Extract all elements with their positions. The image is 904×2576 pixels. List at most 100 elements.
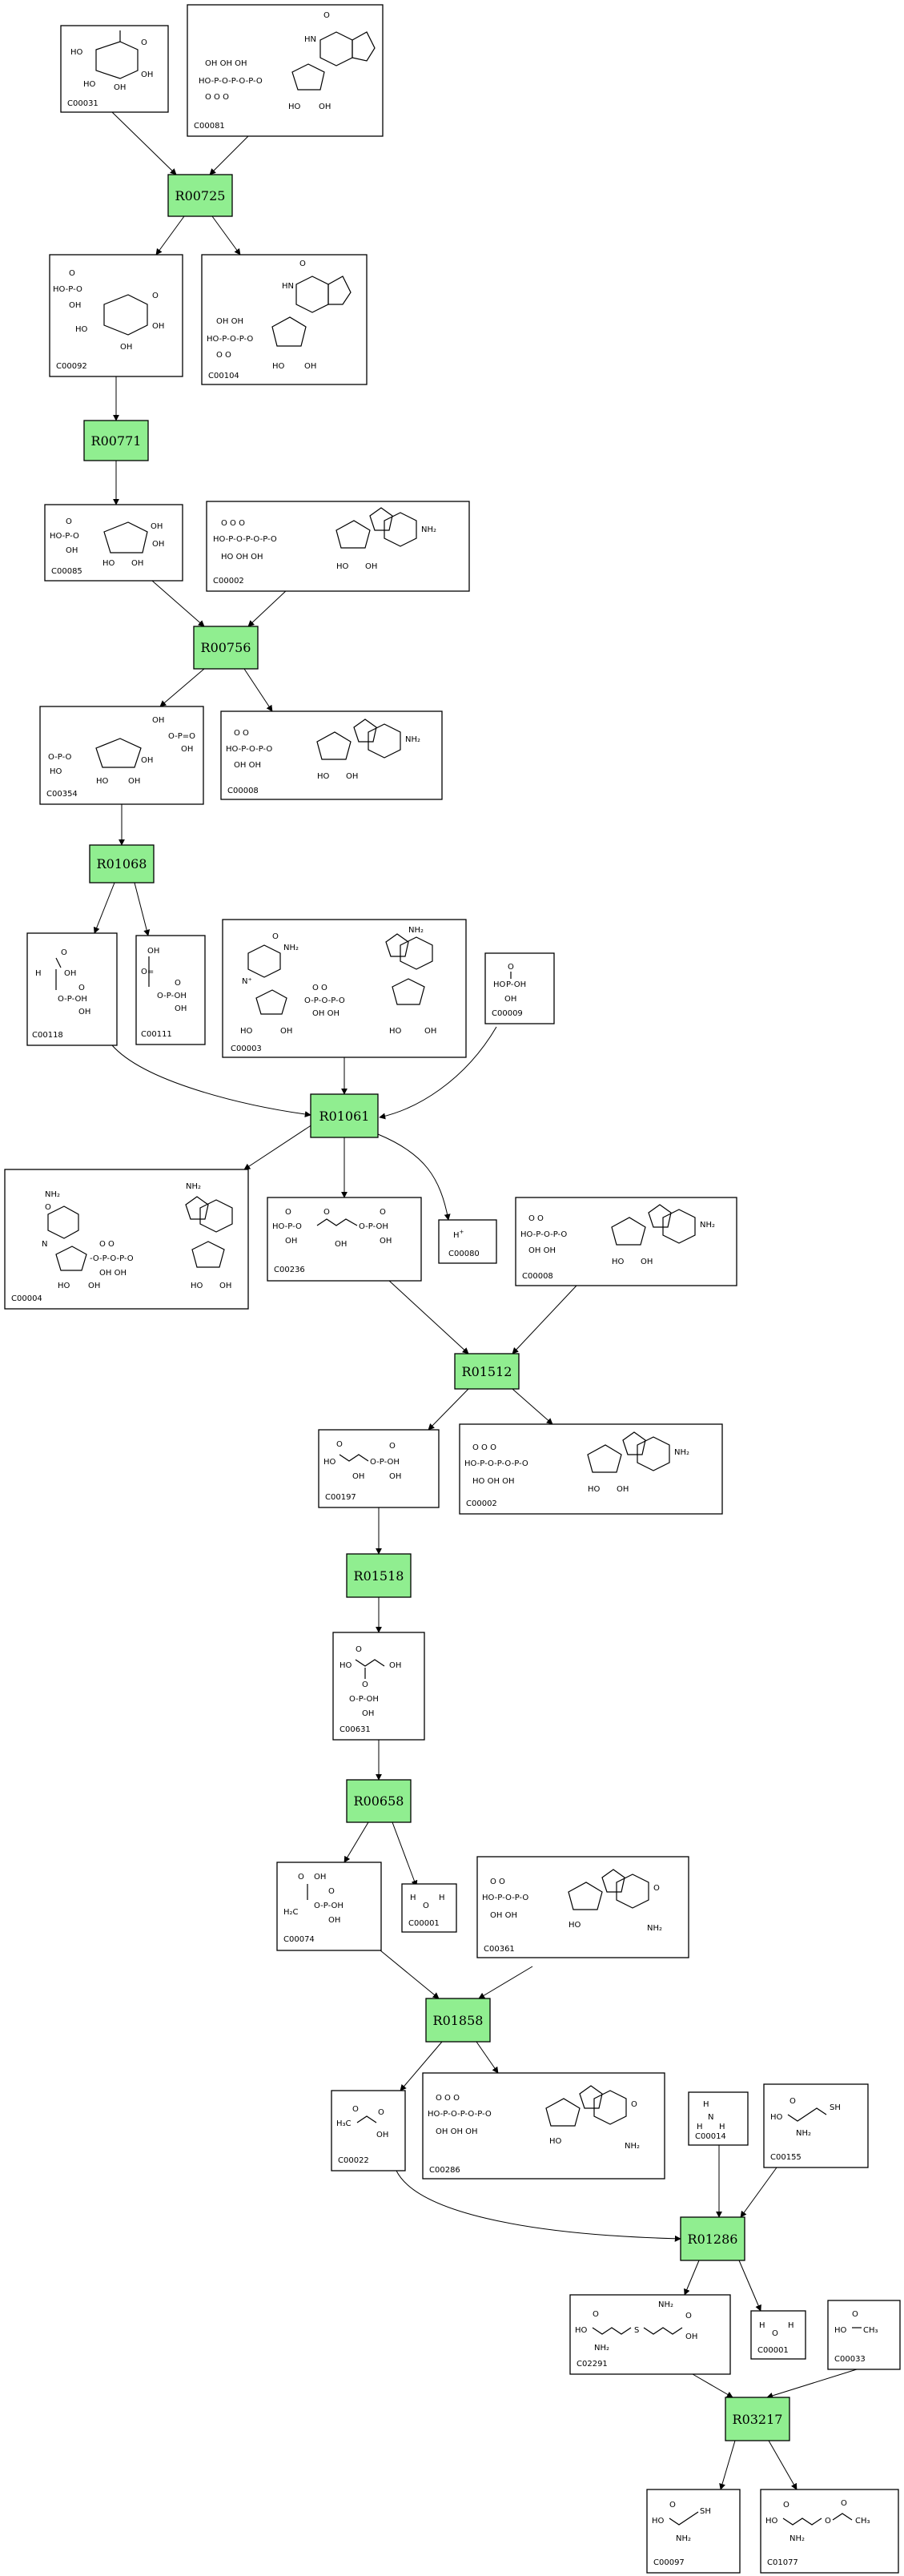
compound-C00236[interactable]: HO-P-O O OH O OH O-P-OH O OH C00236 — [267, 1197, 422, 1282]
reaction-R01518[interactable]: R01518 — [346, 1553, 412, 1598]
svg-text:O: O — [352, 2105, 359, 2114]
compound-C00003[interactable]: NH₂ O N⁺ O-P-O-P-O O O OH OH NH₂ HO OH H… — [222, 919, 467, 1058]
structure-icon: HO-P-O-P-O-P-O OH OH OH O O O O HN HO OH — [199, 11, 376, 111]
compound-C00118[interactable]: O H OH O-P-OH O OH C00118 — [26, 932, 118, 1046]
reaction-R01068[interactable]: R01068 — [89, 844, 155, 883]
svg-text:OH: OH — [181, 745, 193, 754]
compound-label: C00001 — [757, 2346, 789, 2355]
svg-text:OH: OH — [304, 362, 316, 371]
structure-icon: HO-P-O-P-O-P-O O O O HO OH OH NH₂ HO OH — [213, 507, 436, 571]
svg-text:SH: SH — [830, 2103, 841, 2112]
svg-text:HO: HO — [834, 2326, 847, 2335]
compound-C00111[interactable]: OH O= O-P-OH O OH C00111 — [135, 935, 206, 1045]
compound-C00081[interactable]: HO-P-O-P-O-P-O OH OH OH O O O O HN HO OH… — [187, 4, 384, 137]
compound-C00097[interactable]: O HO SH NH₂ C00097 — [646, 2489, 741, 2574]
reaction-label: R00756 — [201, 640, 251, 655]
compound-C00004[interactable]: NH₂ O N -O-P-O-P-O O O OH OH NH₂ HO OH H… — [4, 1169, 249, 1310]
svg-text:OH: OH — [285, 1237, 297, 1246]
compound-C00022[interactable]: O H₃C O OH C00022 — [331, 2090, 406, 2171]
svg-text:O: O — [152, 292, 159, 300]
reaction-R00771[interactable]: R00771 — [83, 420, 149, 461]
svg-text:O: O — [362, 1680, 368, 1689]
compound-label: C00092 — [56, 362, 87, 371]
svg-text:O-P-OH: O-P-OH — [370, 1458, 400, 1467]
svg-text:OH: OH — [641, 1258, 653, 1266]
h-plus-text: H+ — [453, 1229, 464, 1240]
svg-text:O O: O O — [99, 1240, 115, 1249]
compound-C00001[interactable]: H O H C00001 — [750, 2310, 806, 2360]
svg-text:OH: OH — [380, 1237, 392, 1246]
svg-text:NH₂: NH₂ — [647, 1924, 662, 1933]
svg-text:HO: HO — [340, 1661, 352, 1670]
svg-text:HO: HO — [569, 1921, 581, 1930]
compound-C00354[interactable]: OH O-P=O OH O-P-O HO OH HO OH C00354 — [39, 706, 204, 805]
svg-text:HO-P-O-P-O: HO-P-O-P-O — [482, 1894, 528, 1902]
compound-C00104[interactable]: HO-P-O-P-O OH OH O O O HN HO OH C00104 — [201, 254, 368, 385]
reaction-R00658[interactable]: R00658 — [346, 1779, 412, 1823]
svg-text:H: H — [759, 2321, 765, 2330]
compound-label: C00004 — [11, 1294, 42, 1303]
structure-icon: O HO SH NH₂ — [770, 2097, 841, 2138]
reaction-R00725[interactable]: R00725 — [167, 174, 233, 217]
structure-icon: HO-P-O O OH O OH HO OH — [53, 269, 164, 352]
compound-C00001[interactable]: H O H C00001 — [401, 1883, 457, 1933]
compound-C00361[interactable]: HO-P-O-P-O O O OH OH O NH₂ HO C00361 — [476, 1856, 689, 1958]
structure-icon: O H₃C O OH — [336, 2105, 388, 2139]
compound-C00033[interactable]: O HO CH₃ C00033 — [827, 2300, 901, 2370]
svg-text:OH: OH — [319, 103, 331, 111]
compound-C02291[interactable]: NH₂ O HO S O OH NH₂ C02291 — [569, 2294, 731, 2375]
compound-C00014[interactable]: H N H H C00014 — [688, 2091, 749, 2146]
compound-C00008[interactable]: HO-P-O-P-O O O OH OH NH₂ HO OH C00008 — [220, 710, 443, 800]
compound-label: C00002 — [466, 1499, 497, 1508]
svg-text:OH: OH — [352, 1472, 364, 1481]
svg-text:NH₂: NH₂ — [186, 1182, 201, 1191]
compound-C00286[interactable]: HO-P-O-P-O-P-O O O O OH OH OH O NH₂ HO C… — [422, 2072, 665, 2180]
svg-text:O O O: O O O — [205, 93, 229, 102]
svg-text:OH: OH — [147, 947, 159, 956]
svg-text:O: O — [175, 979, 181, 988]
reaction-label: R01858 — [433, 2013, 484, 2028]
reaction-R00756[interactable]: R00756 — [193, 626, 259, 670]
compound-C00085[interactable]: HO-P-O O OH OH OH HO OH C00085 — [44, 504, 183, 582]
compound-label: C01077 — [767, 2558, 798, 2567]
svg-text:HO: HO — [83, 80, 96, 89]
compound-label: C00002 — [213, 577, 244, 586]
compound-C00155[interactable]: O HO SH NH₂ C00155 — [763, 2083, 869, 2168]
reaction-R03217[interactable]: R03217 — [725, 2397, 790, 2441]
reaction-R01858[interactable]: R01858 — [425, 1998, 491, 2043]
svg-text:HO: HO — [317, 772, 330, 781]
reaction-label: R01512 — [462, 1364, 512, 1379]
compound-C00197[interactable]: O HO OH O-P-OH O OH C00197 — [318, 1429, 440, 1508]
structure-icon: H O H — [410, 1894, 445, 1910]
compound-C00002[interactable]: HO-P-O-P-O-P-O O O O HO OH OH NH₂ HO OH … — [459, 1423, 723, 1515]
compound-C00631[interactable]: O HO OH O O-P-OH OH C00631 — [332, 1632, 425, 1741]
svg-text:HO: HO — [70, 48, 83, 57]
svg-text:NH₂: NH₂ — [789, 2534, 805, 2543]
compound-C00031[interactable]: O HO OH HO OH C00031 — [60, 25, 169, 113]
compound-C00074[interactable]: O OH H₂C O-P-OH O OH C00074 — [276, 1862, 382, 1951]
svg-text:HN: HN — [282, 282, 294, 291]
svg-text:O: O — [825, 2517, 831, 2526]
structure-icon: O HO CH₃ — [834, 2310, 878, 2335]
compound-label: C00286 — [429, 2166, 460, 2175]
compound-C00008[interactable]: HO-P-O-P-O O O OH OH NH₂ HO OH C00008 — [515, 1197, 737, 1286]
compound-C00092[interactable]: HO-P-O O OH O OH HO OH C00092 — [49, 254, 183, 377]
svg-text:OH: OH — [376, 2131, 388, 2139]
reaction-R01061[interactable]: R01061 — [310, 1093, 379, 1138]
compound-label: C00111 — [141, 1030, 172, 1039]
compound-C00002[interactable]: HO-P-O-P-O-P-O O O O HO OH OH NH₂ HO OH … — [206, 501, 470, 592]
svg-text:O: O — [423, 1902, 429, 1910]
svg-text:H: H — [410, 1894, 416, 1902]
reaction-R01286[interactable]: R01286 — [680, 2216, 745, 2261]
compound-C00080[interactable]: H+ C00080 — [438, 1219, 497, 1264]
compound-C00009[interactable]: O P-OH HO OH C00009 — [484, 952, 555, 1024]
compound-label: C00197 — [325, 1493, 356, 1502]
svg-text:HO: HO — [75, 325, 88, 334]
reaction-R01512[interactable]: R01512 — [454, 1353, 520, 1390]
compound-label: C00081 — [194, 122, 225, 131]
compound-C01077[interactable]: O HO O O CH₃ NH₂ C01077 — [760, 2489, 899, 2574]
svg-text:O: O — [653, 1884, 660, 1893]
structure-icon: O HO OH O-P-OH O OH — [323, 1440, 401, 1481]
compound-label: C00104 — [208, 372, 239, 380]
